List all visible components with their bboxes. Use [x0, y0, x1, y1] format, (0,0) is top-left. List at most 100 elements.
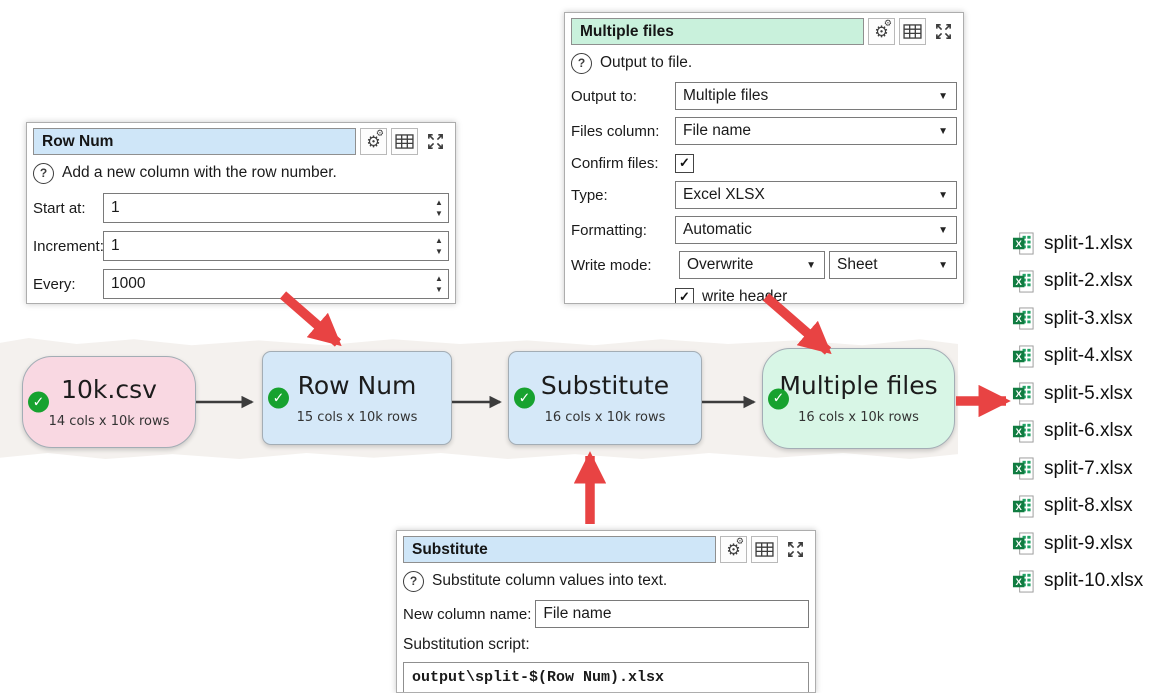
files-column-row: Files column: File name ▼ — [571, 117, 957, 145]
spinner-control[interactable]: ▲ ▼ — [430, 235, 448, 256]
formatting-select[interactable]: Automatic ▼ — [675, 216, 957, 244]
gear-icon: ⚙ — [874, 21, 889, 41]
svg-text:X: X — [1016, 502, 1023, 513]
output-file-item[interactable]: X split-7.xlsx — [1012, 450, 1143, 488]
selected-value: Automatic — [683, 221, 752, 238]
expand-button[interactable] — [422, 128, 449, 155]
new-column-name-row: New column name: File name — [403, 600, 809, 628]
svg-text:X: X — [1016, 314, 1023, 325]
spin-down-icon[interactable]: ▼ — [435, 208, 443, 218]
number-input[interactable]: 1 ▲ ▼ — [103, 231, 449, 261]
expand-button[interactable] — [930, 18, 957, 45]
field-label: Start at: — [33, 199, 86, 217]
gear-small-icon: ⚙ — [735, 537, 744, 547]
expand-button[interactable] — [782, 536, 809, 563]
table-view-button[interactable] — [751, 536, 778, 563]
new-column-name-input[interactable]: File name — [535, 600, 809, 628]
number-input[interactable]: 1000 ▲ ▼ — [103, 269, 449, 299]
row-num-fields: Start at: 1 ▲ ▼ Increment: 1 — [33, 193, 449, 299]
panel-help-text: Output to file. — [600, 54, 693, 71]
input-value: 1000 — [111, 275, 146, 292]
substitution-script-editor[interactable]: output\split-$(Row Num).xlsx — [403, 662, 809, 692]
gear-icon: ⚙ — [366, 131, 381, 151]
spinner-control[interactable]: ▲ ▼ — [430, 197, 448, 218]
svg-text:X: X — [1016, 239, 1023, 250]
excel-file-icon: X — [1012, 420, 1034, 443]
field-label: Output to: — [571, 87, 637, 105]
output-file-name: split-9.xlsx — [1044, 532, 1133, 554]
output-file-item[interactable]: X split-1.xlsx — [1012, 225, 1143, 263]
panel-title: Row Num — [33, 128, 356, 155]
files-column-select[interactable]: File name ▼ — [675, 117, 957, 145]
spin-up-icon[interactable]: ▲ — [435, 197, 443, 207]
selected-value: Excel XLSX — [683, 186, 765, 203]
check-ok-icon: ✓ — [268, 387, 289, 409]
type-select[interactable]: Excel XLSX ▼ — [675, 181, 957, 209]
panel-title: Multiple files — [571, 18, 864, 45]
write-mode-row: Write mode: Overwrite ▼ Sheet ▼ — [571, 251, 957, 279]
field-label: Every: — [33, 275, 76, 293]
svg-text:X: X — [1016, 389, 1023, 400]
help-icon[interactable]: ? — [571, 52, 592, 74]
input-value: 1 — [111, 199, 120, 216]
excel-file-icon: X — [1012, 495, 1034, 518]
panel-title-bar: Substitute ⚙ ⚙ — [403, 536, 809, 563]
flow-node-row-num[interactable]: ✓ Row Num 15 cols x 10k rows — [262, 351, 452, 445]
output-file-item[interactable]: X split-8.xlsx — [1012, 488, 1143, 526]
flow-node-substitute[interactable]: ✓ Substitute 16 cols x 10k rows — [508, 351, 702, 445]
write-header-checkbox[interactable]: ✓ — [675, 287, 694, 303]
table-view-button[interactable] — [391, 128, 418, 155]
settings-button[interactable]: ⚙ ⚙ — [720, 536, 747, 563]
chevron-down-icon: ▼ — [938, 125, 948, 137]
node-dimensions: 14 cols x 10k rows — [48, 413, 170, 429]
output-file-item[interactable]: X split-9.xlsx — [1012, 525, 1143, 563]
panel-substitute: Substitute ⚙ ⚙ — [396, 530, 816, 693]
field-label: Write mode: — [571, 256, 652, 274]
output-file-name: split-5.xlsx — [1044, 382, 1133, 404]
spin-down-icon[interactable]: ▼ — [435, 284, 443, 294]
confirm-files-checkbox[interactable]: ✓ — [675, 153, 694, 173]
svg-text:X: X — [1016, 577, 1023, 588]
output-to-row: Output to: Multiple files ▼ — [571, 82, 957, 110]
output-file-name: split-2.xlsx — [1044, 270, 1133, 292]
confirm-files-row: Confirm files: ✓ — [571, 152, 957, 174]
table-icon — [395, 134, 414, 149]
field-label: Files column: — [571, 122, 660, 140]
write-mode-select[interactable]: Overwrite ▼ — [679, 251, 825, 279]
help-icon[interactable]: ? — [33, 162, 54, 184]
field-label: New column name: — [403, 605, 532, 623]
excel-file-icon: X — [1012, 232, 1034, 255]
output-file-name: split-3.xlsx — [1044, 307, 1133, 329]
help-icon[interactable]: ? — [403, 570, 424, 592]
output-file-item[interactable]: X split-3.xlsx — [1012, 300, 1143, 338]
panel-title-text: Multiple files — [580, 22, 674, 40]
output-file-item[interactable]: X split-4.xlsx — [1012, 338, 1143, 376]
output-to-select[interactable]: Multiple files ▼ — [675, 82, 957, 110]
sheet-select[interactable]: Sheet ▼ — [829, 251, 957, 279]
excel-file-icon: X — [1012, 382, 1034, 405]
output-file-name: split-10.xlsx — [1044, 570, 1144, 592]
field-row: Start at: 1 ▲ ▼ — [33, 193, 449, 223]
output-file-name: split-8.xlsx — [1044, 495, 1133, 517]
expand-icon — [788, 542, 803, 557]
flow-node-multiple-files[interactable]: ✓ Multiple files 16 cols x 10k rows — [762, 348, 955, 449]
output-file-item[interactable]: X split-5.xlsx — [1012, 375, 1143, 413]
spin-down-icon[interactable]: ▼ — [435, 246, 443, 256]
spinner-control[interactable]: ▲ ▼ — [430, 273, 448, 294]
table-view-button[interactable] — [899, 18, 926, 45]
node-dimensions: 15 cols x 10k rows — [296, 409, 418, 425]
number-input[interactable]: 1 ▲ ▼ — [103, 193, 449, 223]
spin-up-icon[interactable]: ▲ — [435, 235, 443, 245]
settings-button[interactable]: ⚙ ⚙ — [868, 18, 895, 45]
output-file-item[interactable]: X split-6.xlsx — [1012, 413, 1143, 451]
output-file-item[interactable]: X split-2.xlsx — [1012, 263, 1143, 301]
flow-node-input-csv[interactable]: ✓ 10k.csv 14 cols x 10k rows — [22, 356, 196, 448]
settings-button[interactable]: ⚙ ⚙ — [360, 128, 387, 155]
excel-file-icon: X — [1012, 270, 1034, 293]
excel-file-icon: X — [1012, 457, 1034, 480]
expand-icon — [428, 134, 443, 149]
spin-up-icon[interactable]: ▲ — [435, 273, 443, 283]
excel-file-icon: X — [1012, 307, 1034, 330]
output-file-item[interactable]: X split-10.xlsx — [1012, 563, 1143, 601]
